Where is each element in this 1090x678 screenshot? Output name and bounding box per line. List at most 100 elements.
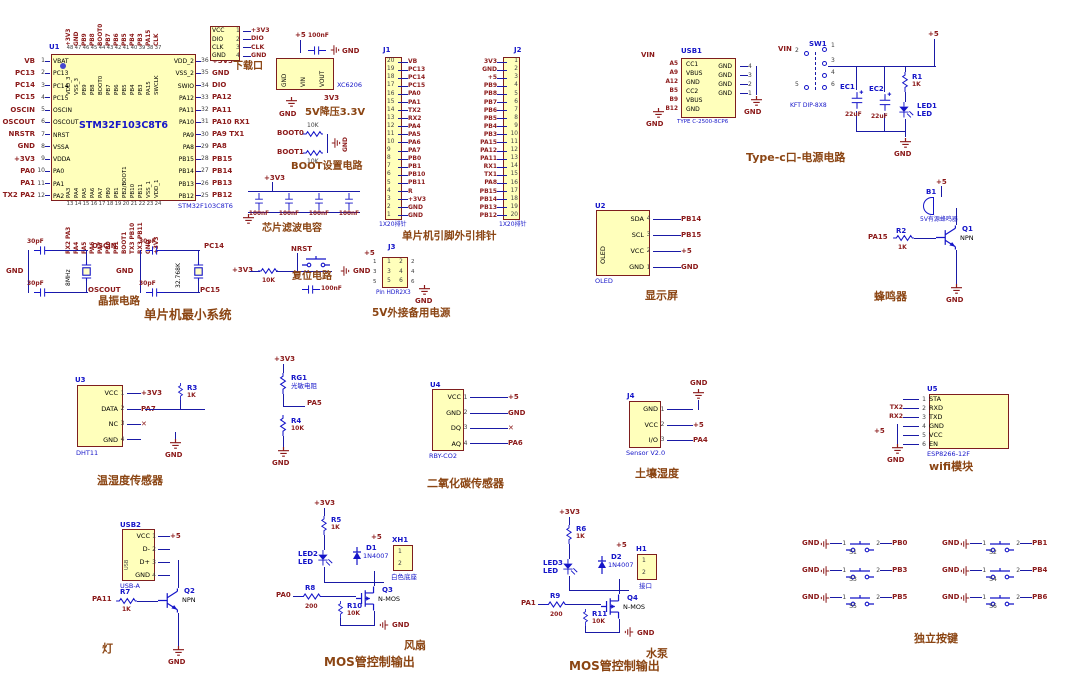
pin-number: 42 — [114, 45, 122, 51]
switch-contact-icon[interactable] — [822, 73, 827, 78]
download-header-body[interactable] — [210, 26, 240, 61]
net-label: PA7 — [408, 147, 421, 155]
reset-button-icon[interactable] — [302, 256, 330, 268]
wire — [956, 250, 957, 284]
header-pin-row: 10 PA6 — [387, 139, 426, 147]
wire — [45, 60, 50, 62]
pin-number: 18 — [510, 195, 518, 202]
wire — [538, 604, 545, 605]
pin-number: 44 — [98, 45, 106, 51]
wire — [903, 399, 919, 400]
buzzer-designator: B1 — [926, 188, 937, 196]
switch-contact-icon[interactable] — [822, 47, 827, 52]
gnd-icon — [285, 97, 298, 108]
pin-name: PA15 — [146, 81, 153, 95]
oled-body[interactable] — [596, 210, 650, 276]
pin-number: 43 — [106, 45, 114, 51]
header-pin-row: PB13 19 — [457, 204, 518, 212]
pin-number: 5 — [373, 279, 377, 286]
net-label: NRST — [291, 245, 313, 253]
capacitor-icon — [34, 246, 52, 255]
power-label: +5 — [874, 427, 885, 435]
capacitor-icon — [850, 90, 864, 110]
switch-contact-icon[interactable] — [822, 61, 827, 66]
gnd-label: GND — [946, 296, 964, 304]
key-button[interactable]: S1 — [846, 538, 876, 555]
gnd-icon — [331, 45, 341, 56]
mcu-right-pin-row: 26 PB13 — [196, 178, 256, 190]
co2-body[interactable] — [432, 389, 464, 451]
gnd-icon — [418, 285, 431, 296]
pin-name: PC15 — [53, 94, 69, 102]
net-label: PB8 — [483, 90, 497, 98]
pin-name: PB5 — [122, 84, 129, 95]
net-label: +5 — [508, 393, 519, 402]
key-button[interactable]: S4 — [986, 565, 1016, 582]
switch-contact-icon[interactable] — [804, 51, 809, 56]
pin-name: PA11 — [179, 107, 194, 115]
key-button[interactable]: S3 — [846, 565, 876, 582]
wire — [497, 126, 507, 128]
wire — [243, 39, 251, 41]
net-label: PA1 — [408, 98, 421, 106]
regulator-body[interactable] — [276, 58, 334, 90]
key-button[interactable]: S5 — [846, 592, 876, 609]
pin-name: VCC — [212, 27, 225, 35]
reset-caption: 复位电路 — [292, 271, 332, 282]
net-label: CLK — [251, 43, 265, 51]
download-pin-row: VCC 1 +3V3 — [212, 27, 286, 35]
switch-contact-icon[interactable] — [822, 85, 827, 90]
gnd-label: GND — [116, 267, 134, 275]
gnd-label: GND — [646, 120, 664, 128]
wire — [569, 576, 570, 591]
j2-body[interactable] — [503, 57, 520, 220]
wifi-body[interactable] — [929, 394, 1009, 449]
power-label: +3V3 — [314, 499, 336, 507]
pin-number: 14 — [510, 163, 518, 170]
mcu-body[interactable] — [51, 54, 196, 201]
mcu-right-pin-row: 33 PA12 — [196, 92, 256, 104]
pin-name: PB3 — [138, 84, 145, 95]
usb1-body[interactable] — [681, 58, 736, 118]
buzzer-icon[interactable] — [923, 197, 934, 215]
pin-number: 2 — [120, 405, 125, 413]
pin-name: VBAT — [53, 58, 69, 66]
dht-body[interactable] — [77, 385, 123, 447]
dht-pin-row: NC 3 ✕ — [80, 417, 162, 432]
pin-number: 24 — [154, 201, 162, 207]
usb2-body[interactable] — [122, 529, 155, 581]
key-button[interactable]: S6 — [986, 592, 1016, 609]
switch-contact-icon[interactable] — [804, 85, 809, 90]
crystal-caption: 晶振电路 — [98, 295, 140, 307]
gnd-label: GND — [272, 459, 290, 467]
pin-number: 16 — [90, 201, 98, 207]
cap-value: 30pF — [27, 280, 44, 287]
wire — [497, 182, 507, 184]
wire — [283, 394, 284, 406]
key-button[interactable]: S2 — [986, 538, 1016, 555]
key-cell: GND 1 S3 2 PB3 — [802, 560, 942, 582]
net-label: PA11 — [212, 105, 232, 114]
pin-number: 28 — [201, 155, 209, 163]
net-label: PA4 — [74, 241, 81, 254]
j1-body[interactable] — [385, 57, 402, 220]
wire — [293, 596, 300, 597]
download-pins: VCC 1 +3V3 DIO 2 DIO CLK 3 CLK GND 4 GND — [212, 27, 286, 61]
key-cell: GND 1 S5 2 PB5 — [802, 587, 942, 609]
pin-number: 1 — [398, 548, 402, 555]
net-label: R — [408, 187, 413, 195]
regulator-part: XC6206 — [337, 81, 363, 89]
led-icon — [316, 550, 333, 567]
pin-number: 20 — [387, 58, 395, 65]
keys-caption: 独立按键 — [914, 632, 958, 645]
net-label: PB1 — [1032, 539, 1048, 547]
resistor-value: 10K — [291, 425, 304, 432]
co2-part: RBY-CO2 — [429, 452, 457, 460]
regulator-caption: 5V降压3.3V — [305, 107, 366, 118]
pin-name: GND — [718, 71, 732, 79]
soil-body[interactable] — [629, 401, 661, 448]
